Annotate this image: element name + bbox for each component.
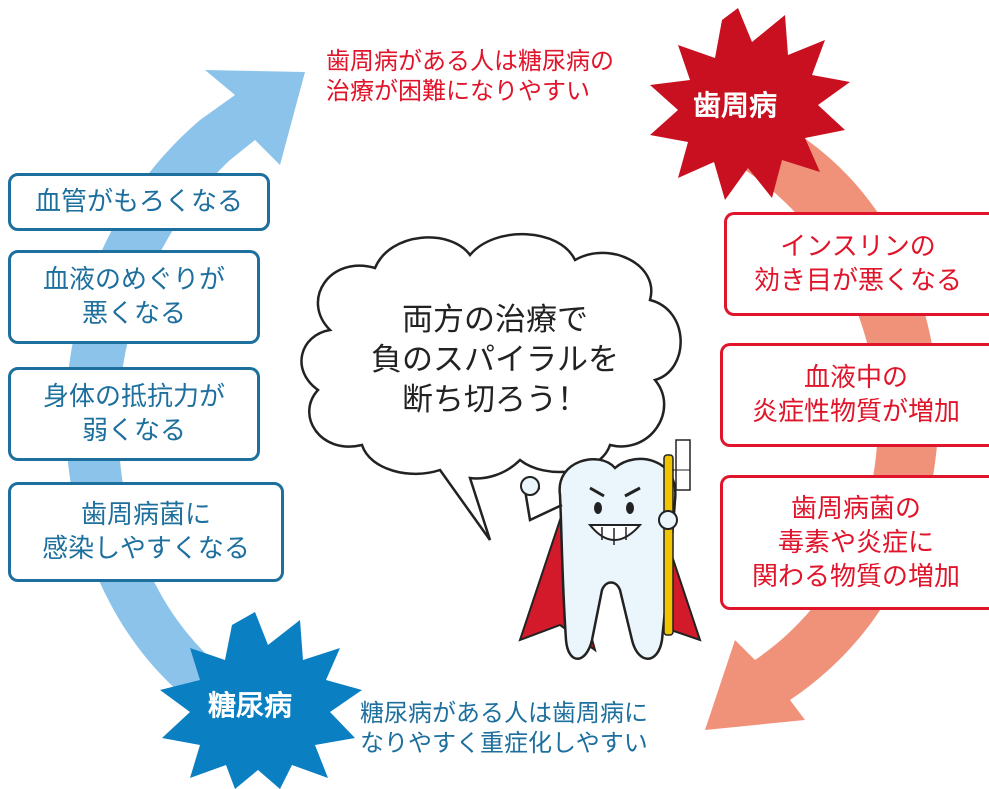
left-box-resistance: 身体の抵抗力が 弱くなる bbox=[8, 367, 260, 461]
speech-bubble-text: 両方の治療で 負のスパイラルを 断ち切ろう！ bbox=[371, 302, 619, 418]
right-box-insulin: インスリンの 効き目が悪くなる bbox=[724, 212, 989, 316]
left-box-fragile-vessels: 血管がもろくなる bbox=[8, 173, 270, 231]
top-caption: 歯周病がある人は糖尿病の 治療が困難になりやすい bbox=[326, 47, 614, 105]
left-box-infection: 歯周病菌に 感染しやすくなる bbox=[8, 482, 284, 582]
diabetes-burst bbox=[160, 612, 362, 789]
periodontal-burst bbox=[650, 8, 850, 200]
right-box-toxins: 歯周病菌の 毒素や炎症に 関わる物質の増加 bbox=[720, 475, 989, 610]
periodontal-burst-label: 歯周病 bbox=[693, 89, 778, 122]
right-box-inflammatory: 血液中の 炎症性物質が増加 bbox=[720, 343, 989, 447]
left-box-blood-circulation: 血液のめぐりが 悪くなる bbox=[8, 250, 260, 344]
bottom-caption: 糖尿病がある人は歯周病に なりやすく重症化しやすい bbox=[360, 699, 648, 757]
diabetes-burst-label: 糖尿病 bbox=[208, 689, 293, 722]
tooth-character bbox=[518, 439, 702, 660]
